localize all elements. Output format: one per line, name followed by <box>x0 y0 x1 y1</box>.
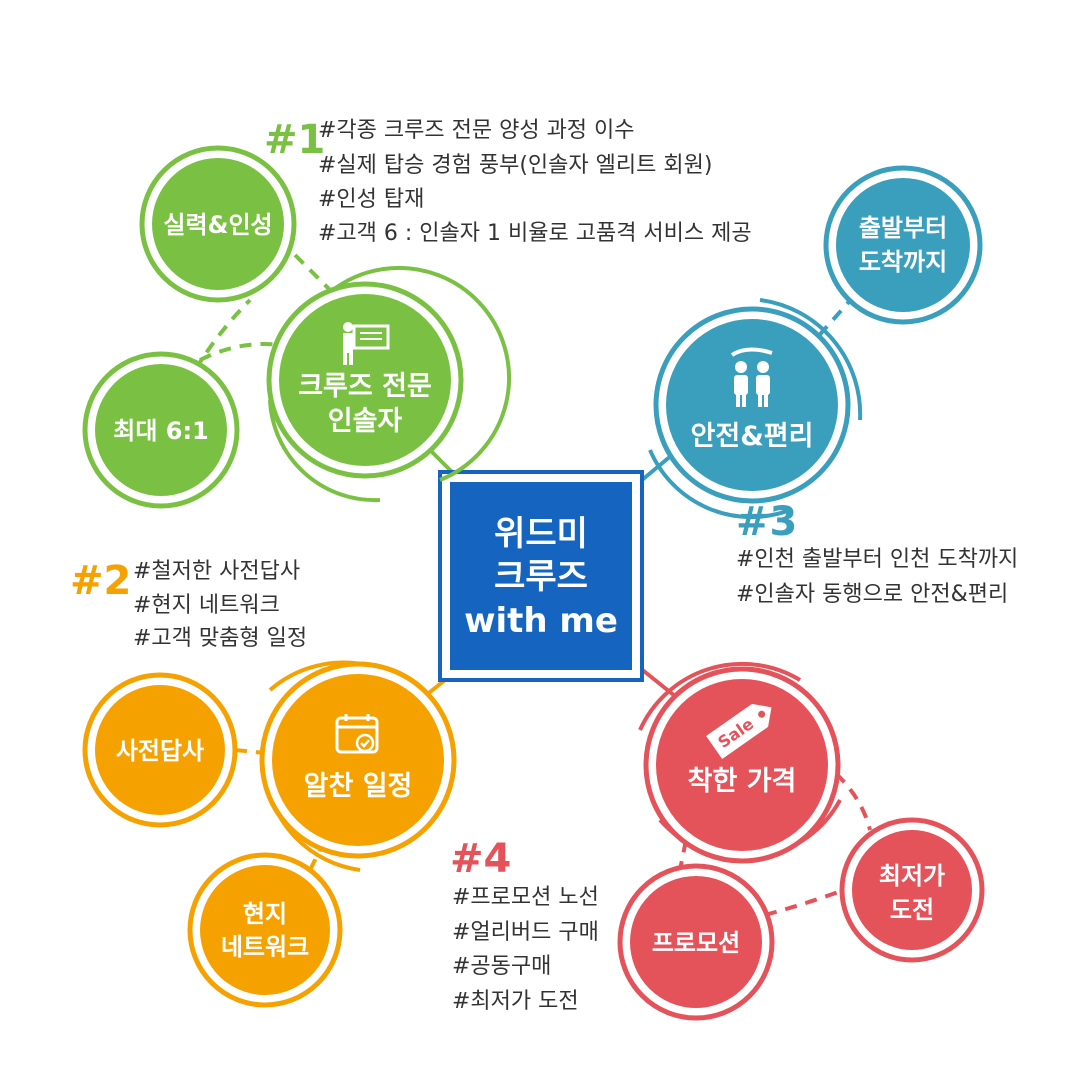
center-line-3: with me <box>464 601 618 641</box>
connector-price-sat2 <box>764 878 871 917</box>
group-price: 최저가 도전 프로모션 Sale 착한 가격 #4 #프로모션 노선 #얼리버드… <box>450 661 985 1021</box>
main-fill <box>666 319 838 491</box>
satellite-label: 실력&인성 <box>163 211 272 239</box>
main-label-2: 인솔자 <box>328 406 403 437</box>
satellite-label: 프로모션 <box>652 929 740 957</box>
presenter-icon <box>343 322 390 365</box>
tag-line: #최저가 도전 <box>452 989 579 1014</box>
group-safety: 출발부터 도착까지 안전&편리 #3 #인천 출발부터 인천 도착까지 #인솔자… <box>648 165 1018 607</box>
group-guide: 실력&인성 최대 6:1 크루즈 전문 인솔자 #1 #각종 크루즈 전문 양성… <box>82 117 752 509</box>
center-line-2: 크루즈 <box>494 557 588 597</box>
satellite-fill <box>200 865 330 995</box>
main-label: 안전&편리 <box>691 421 814 452</box>
satellite-label-1: 현지 <box>243 900 287 928</box>
tag-number: #2 <box>70 558 131 604</box>
satellite-label-2: 도착까지 <box>859 248 947 276</box>
tag-line: #인천 출발부터 인천 도착까지 <box>736 547 1018 572</box>
tag-line: #철저한 사전답사 <box>133 559 300 584</box>
satellite-label-1: 출발부터 <box>859 214 947 242</box>
main-ring-arc <box>759 298 863 421</box>
tag-line: #각종 크루즈 전문 양성 과정 이수 <box>318 118 635 143</box>
center-line-1: 위드미 <box>494 514 588 554</box>
tag-line: #인성 탑재 <box>318 187 424 212</box>
main-ring-arc <box>638 661 802 731</box>
satellite-label: 사전답사 <box>116 737 204 765</box>
tag-line: #고객 맞춤형 일정 <box>133 626 307 651</box>
tag-line: #현지 네트워크 <box>133 593 280 618</box>
main-label-1: 크루즈 전문 <box>298 371 432 402</box>
main-fill <box>656 679 828 851</box>
main-fill <box>272 674 444 846</box>
satellite-fill <box>95 685 225 815</box>
satellite-label-1: 최저가 <box>879 862 945 890</box>
main-label: 착한 가격 <box>688 766 797 797</box>
center-node: 위드미 크루즈 with me <box>438 470 644 682</box>
tag-line: #인솔자 동행으로 안전&편리 <box>736 582 1008 607</box>
tag-line: #얼리버드 구매 <box>452 920 599 945</box>
satellite-label: 최대 6:1 <box>113 417 209 445</box>
satellite-fill <box>836 178 970 312</box>
satellite-label-2: 도전 <box>890 896 934 924</box>
main-ring-arc <box>298 265 512 482</box>
satellite-fill <box>630 876 762 1008</box>
connector-guide-sat2b <box>199 342 281 362</box>
satellite-fill <box>95 364 227 496</box>
people-care-icon <box>730 347 773 407</box>
main-label: 알찬 일정 <box>304 771 413 802</box>
main-ring-arc <box>648 449 791 520</box>
satellite-fill <box>852 830 972 950</box>
group-schedule: 사전답사 현지 네트워크 알찬 일정 #2 #철저한 사전답사 #현지 네트워크… <box>70 558 457 1008</box>
satellite-label-2: 네트워크 <box>221 933 309 961</box>
tag-line: #고객 6 : 인솔자 1 비율로 고품격 서비스 제공 <box>318 221 752 246</box>
calendar-check-icon <box>335 714 379 754</box>
tag-number: #4 <box>450 836 511 882</box>
satellite-fill <box>152 158 284 290</box>
tag-line: #실제 탑승 경험 풍부(인솔자 엘리트 회원) <box>318 153 712 178</box>
tag-number: #1 <box>264 117 325 163</box>
tag-line: #공동구매 <box>452 954 551 979</box>
main-fill <box>279 294 451 466</box>
tag-number: #3 <box>736 499 797 545</box>
tag-line: #프로모션 노선 <box>452 885 599 910</box>
main-ring-arc <box>268 399 381 503</box>
